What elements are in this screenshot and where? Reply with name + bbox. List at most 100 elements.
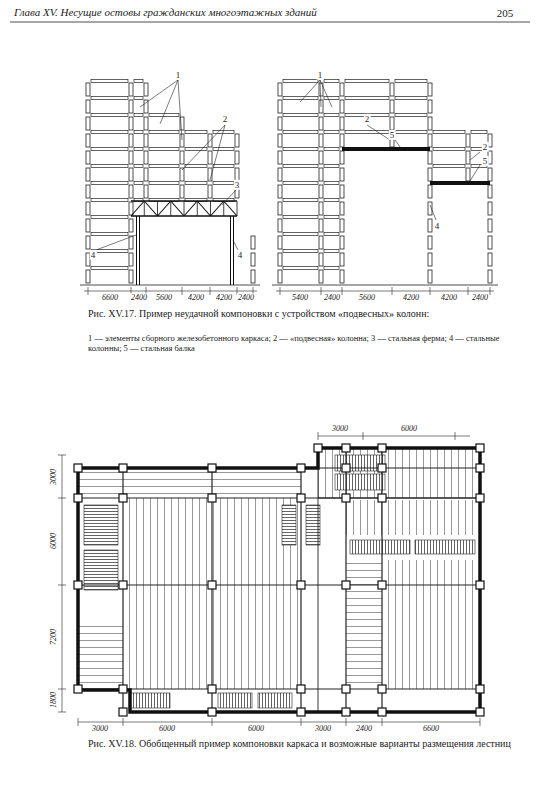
stair-flight — [130, 693, 170, 708]
stair-flight — [84, 505, 118, 545]
precast-column — [319, 270, 323, 283]
precast-column — [86, 236, 90, 249]
column-section — [119, 685, 127, 693]
precast-beam — [283, 182, 318, 185]
frame-beam — [345, 448, 346, 712]
precast-beam — [283, 80, 318, 83]
precast-column — [488, 168, 492, 181]
dimension-tick — [58, 455, 66, 456]
precast-beam — [185, 131, 207, 134]
precast-beam — [324, 250, 339, 253]
steel-truss — [131, 201, 144, 216]
leader-line — [178, 80, 182, 140]
floor-slab — [346, 500, 480, 535]
precast-beam — [91, 199, 128, 202]
precast-column — [235, 134, 239, 147]
dimension-tick — [58, 498, 66, 499]
precast-beam — [91, 80, 128, 83]
dimension-text: 3000 — [331, 424, 349, 433]
dimension-text: 1800 — [49, 691, 58, 709]
precast-column — [428, 83, 432, 96]
callout-number: 4 — [237, 250, 244, 260]
column-section — [342, 708, 350, 716]
dimension-text: 5400 — [291, 293, 309, 302]
callout-number: 5 — [482, 156, 489, 166]
dimension-tick — [58, 585, 66, 586]
precast-column — [278, 100, 282, 113]
leader-line — [470, 152, 480, 160]
precast-column — [466, 168, 470, 181]
precast-column — [488, 236, 492, 249]
precast-column — [86, 151, 90, 164]
precast-column — [428, 117, 432, 130]
frame-plan — [58, 432, 484, 726]
column-section — [74, 464, 82, 472]
precast-column — [319, 219, 323, 232]
precast-beam — [149, 165, 179, 168]
precast-column — [488, 219, 492, 232]
stair-flight — [282, 505, 296, 545]
precast-beam — [91, 97, 128, 100]
precast-column — [180, 185, 184, 198]
precast-column — [129, 219, 133, 232]
floor-slab — [123, 585, 212, 689]
precast-beam — [185, 182, 207, 185]
dimension-line — [84, 291, 257, 292]
column-section — [378, 708, 386, 716]
precast-beam — [185, 148, 207, 151]
steel-beam — [430, 181, 490, 185]
column-section — [74, 581, 82, 589]
precast-beam — [433, 165, 465, 168]
column-section — [476, 708, 484, 716]
precast-column — [86, 219, 90, 232]
floor-slab — [78, 620, 123, 689]
steel-column — [136, 216, 137, 285]
dimension-tick — [123, 718, 124, 726]
precast-column — [340, 202, 344, 215]
precast-column — [390, 83, 394, 96]
callout-number: 3 — [234, 180, 241, 190]
precast-column — [466, 134, 470, 147]
leader-line — [96, 235, 136, 250]
precast-column — [144, 117, 148, 130]
dimension-tick — [280, 287, 281, 295]
frame-beam — [78, 584, 480, 585]
precast-column — [86, 100, 90, 113]
precast-beam — [213, 165, 234, 168]
precast-column — [319, 151, 323, 164]
precast-beam — [134, 148, 143, 151]
dimension-tick — [455, 432, 456, 440]
precast-beam — [91, 148, 128, 151]
figure-caption: Рис. XV.17. Пример неудачной компоновки … — [88, 308, 513, 320]
dimension-text: 5600 — [358, 293, 376, 302]
precast-column — [144, 185, 148, 198]
column-section — [476, 444, 484, 452]
dimension-tick — [58, 689, 66, 690]
precast-beam — [395, 97, 427, 100]
dimension-tick — [430, 287, 431, 295]
column-section — [342, 494, 350, 502]
precast-column — [488, 185, 492, 198]
precast-column — [144, 134, 148, 147]
precast-beam — [324, 216, 339, 219]
precast-beam — [433, 148, 465, 151]
callout-number: 2 — [482, 142, 489, 152]
precast-column — [340, 185, 344, 198]
dimension-text: 6000 — [158, 724, 176, 733]
precast-beam — [149, 148, 179, 151]
precast-beam — [345, 80, 389, 83]
precast-beam — [324, 182, 339, 185]
frame-beam — [381, 448, 382, 712]
precast-column — [340, 253, 344, 266]
column-section — [476, 494, 484, 502]
outer-wall — [78, 448, 480, 712]
precast-column — [86, 134, 90, 147]
precast-beam — [324, 97, 339, 100]
leader-line — [320, 80, 321, 107]
precast-beam — [134, 114, 143, 117]
precast-beam — [283, 216, 318, 219]
precast-column — [390, 100, 394, 113]
precast-column — [340, 236, 344, 249]
dimension-tick — [321, 287, 322, 295]
